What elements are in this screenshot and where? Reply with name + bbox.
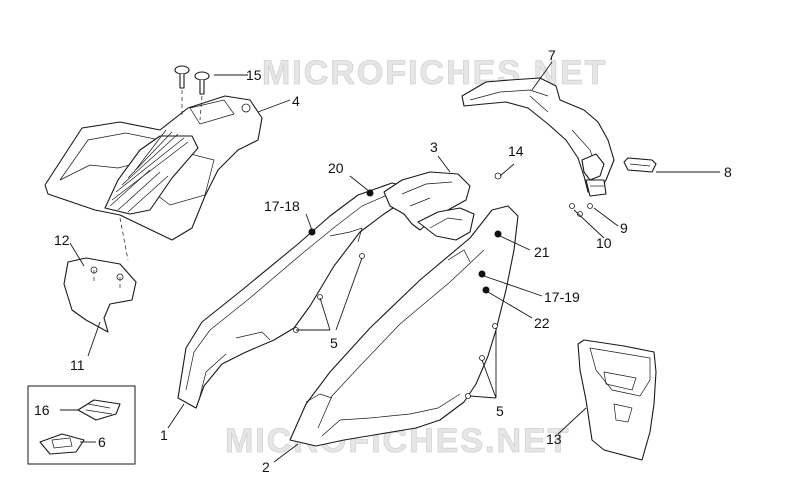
part-13-plate-holder [577, 339, 657, 461]
callout-20: 20 [328, 160, 344, 176]
callout-5a: 5 [330, 335, 338, 351]
part-8-reflector [623, 157, 657, 173]
reference-dots [308, 189, 502, 294]
part-7-rear-fender [461, 77, 615, 197]
callout-labels: 15 4 12 11 16 6 1 2 5 5 3 14 7 8 9 10 20… [34, 47, 732, 475]
callout-16: 16 [34, 402, 50, 418]
leader-lines [60, 61, 720, 463]
callout-8: 8 [724, 164, 732, 180]
part-6-nut [39, 433, 85, 455]
callout-7: 7 [548, 47, 556, 63]
callout-17-18: 17-18 [264, 198, 300, 214]
callout-1: 1 [160, 427, 168, 443]
inset-clips-box [27, 385, 136, 465]
callout-5b: 5 [496, 403, 504, 419]
watermark-top: MICROFICHES.NET [262, 54, 607, 92]
callout-13: 13 [546, 431, 562, 447]
callout-15: 15 [246, 67, 262, 83]
part-15-rivets [174, 65, 210, 121]
callout-22: 22 [534, 315, 550, 331]
part-3-rear-cover [383, 171, 475, 241]
callout-9: 9 [620, 220, 628, 236]
part-16-clip [77, 399, 121, 421]
callout-10: 10 [596, 235, 612, 251]
callout-21: 21 [534, 244, 550, 260]
callout-11: 11 [70, 357, 85, 373]
callout-14: 14 [508, 143, 524, 159]
callout-6: 6 [98, 434, 106, 450]
callout-17-19: 17-19 [544, 289, 580, 305]
callout-3: 3 [430, 139, 438, 155]
part-4-underseat-tray [44, 95, 263, 241]
part-11-mud-flap [63, 217, 137, 333]
part-2-right-side-panel [289, 205, 519, 447]
callout-4: 4 [292, 93, 300, 109]
part-1-left-side-panel [177, 182, 409, 409]
callout-12: 12 [54, 232, 70, 248]
callout-2: 2 [262, 459, 270, 475]
